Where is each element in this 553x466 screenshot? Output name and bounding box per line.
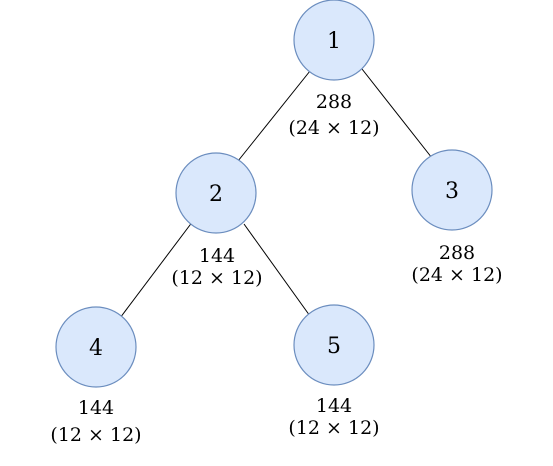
node-label: 1 [327, 29, 341, 54]
tree-node-4: 4 [55, 306, 137, 388]
edge-1-2 [237, 70, 311, 162]
node-3-annotation-shape: (24 × 12) [411, 264, 502, 286]
node-4-annotation-shape: (12 × 12) [50, 424, 141, 446]
node-5-annotation-shape: (12 × 12) [288, 417, 379, 439]
node-circle [55, 306, 137, 388]
edge-2-5 [243, 223, 311, 317]
node-2-annotation-shape: (12 × 12) [171, 267, 262, 289]
edge-1-3 [361, 68, 433, 159]
node-4-annotation-value: 144 [78, 397, 114, 419]
node-2-annotation-value: 144 [199, 245, 235, 267]
node-circle [293, 0, 375, 81]
node-label: 2 [209, 182, 223, 207]
tree-node-5: 5 [293, 304, 375, 386]
node-circle [175, 152, 257, 234]
node-circle [293, 304, 375, 386]
tree-node-3: 3 [411, 149, 493, 231]
node-label: 4 [89, 336, 103, 361]
tree-node-1: 1 [293, 0, 375, 81]
node-label: 3 [445, 179, 459, 204]
tree-node-2: 2 [175, 152, 257, 234]
node-1-annotation-shape: (24 × 12) [288, 117, 379, 139]
node-1-annotation-value: 288 [316, 91, 352, 113]
node-circle [411, 149, 493, 231]
node-3-annotation-value: 288 [439, 242, 475, 264]
edge-2-4 [119, 220, 194, 319]
node-label: 5 [327, 334, 341, 359]
node-5-annotation-value: 144 [316, 395, 352, 417]
